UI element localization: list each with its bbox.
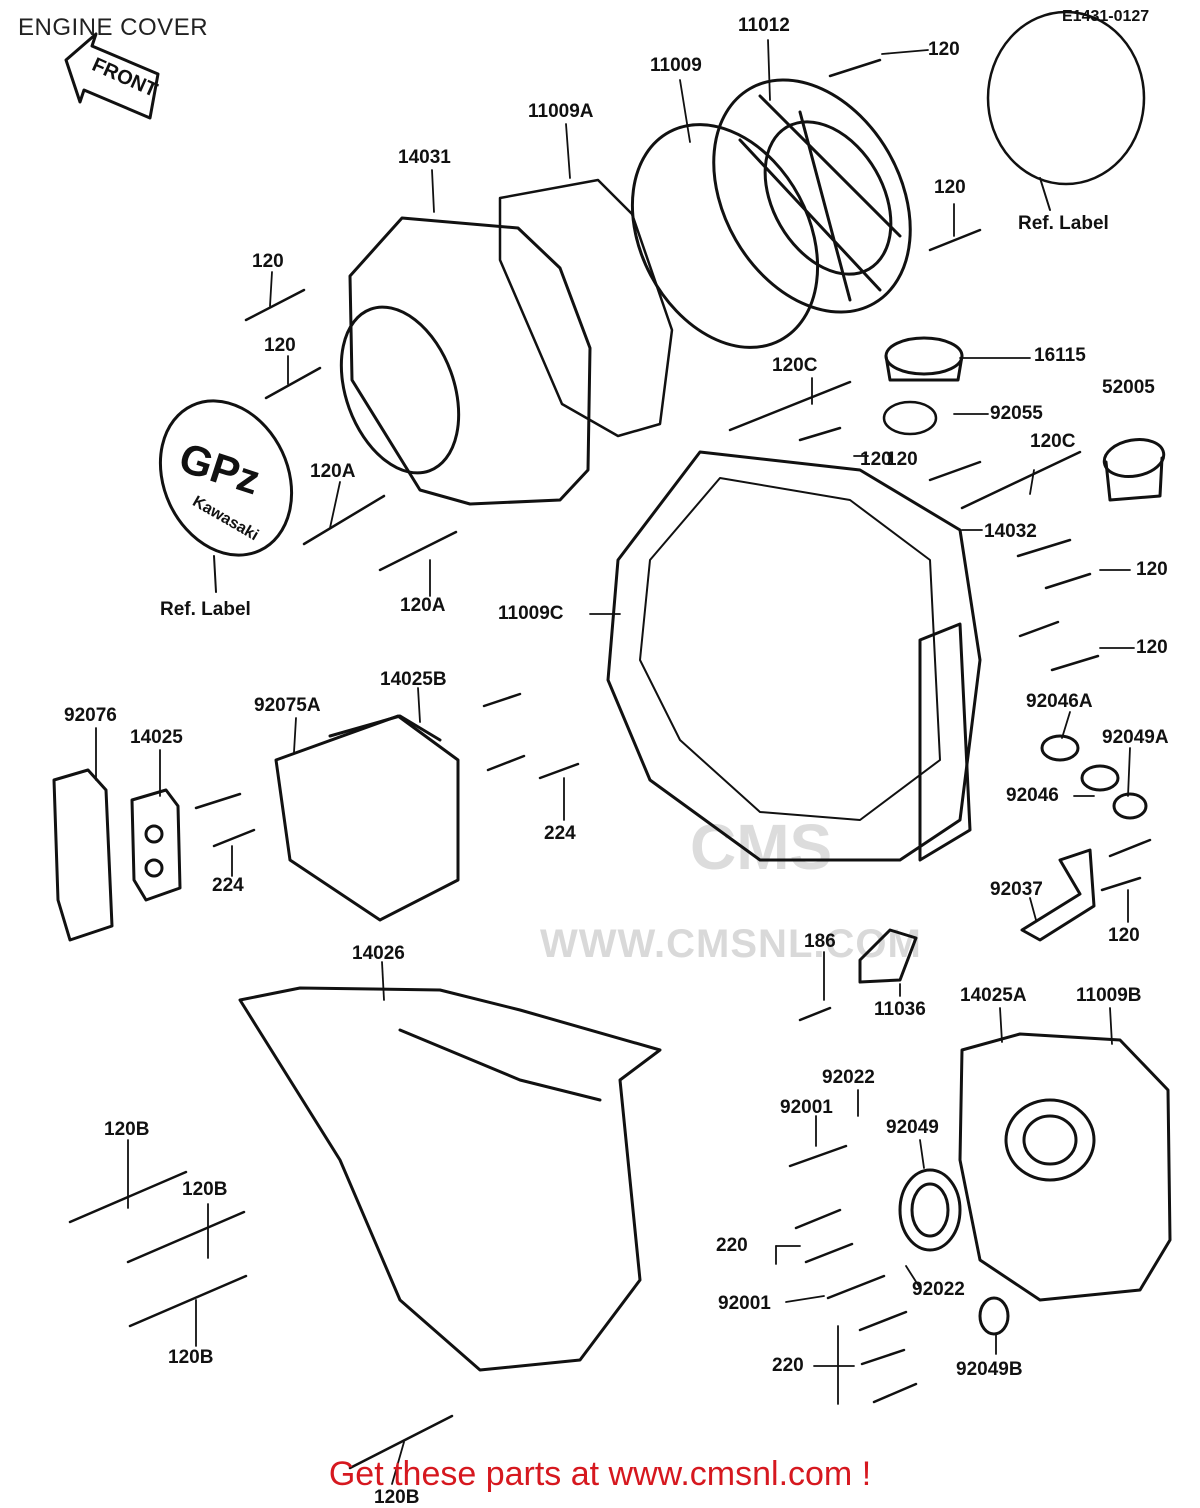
callout-label: 224 bbox=[544, 823, 576, 844]
part-92075a-cover bbox=[274, 714, 460, 922]
callout-label: 120 bbox=[1108, 925, 1140, 946]
callout-label: 92046 bbox=[1006, 785, 1059, 806]
callout-label: 120 bbox=[252, 251, 284, 272]
callout-label: 52005 bbox=[1102, 377, 1155, 398]
callout-label: Ref. Label bbox=[160, 599, 251, 620]
callout-label: 120B bbox=[182, 1179, 228, 1200]
footer-cta[interactable]: Get these parts at www.cmsnl.com ! bbox=[328, 1455, 872, 1493]
callout-label: 11012 bbox=[738, 15, 790, 36]
part-11009a-gasket bbox=[498, 178, 674, 438]
part-14025-gasket-plate bbox=[130, 788, 182, 902]
callout-label: 14031 bbox=[398, 147, 451, 168]
callout-label: 92001 bbox=[780, 1097, 833, 1118]
part-92076-bracket bbox=[52, 768, 114, 942]
callout-label: 14025 bbox=[130, 727, 183, 748]
callout-label: 120 bbox=[264, 335, 296, 356]
reference-label-ring-top bbox=[986, 10, 1146, 186]
callout-label: 11009 bbox=[650, 55, 702, 76]
part-11036-guide bbox=[858, 928, 918, 984]
callout-label: 120 bbox=[934, 177, 966, 198]
part-14026-lower-cover bbox=[238, 986, 662, 1372]
callout-label: 92037 bbox=[990, 879, 1043, 900]
page-title: ENGINE COVER bbox=[18, 14, 209, 41]
callout-label: 120B bbox=[104, 1119, 150, 1140]
callout-label: 120 bbox=[886, 449, 918, 470]
callout-label: 92075A bbox=[254, 695, 321, 716]
callout-label: 120C bbox=[1030, 431, 1076, 452]
callout-label: 14026 bbox=[352, 943, 405, 964]
callout-label: 120 bbox=[928, 39, 960, 60]
callout-label: 11009C bbox=[498, 603, 564, 624]
part-92049b-seal bbox=[978, 1296, 1010, 1336]
part-14031-cover bbox=[339, 216, 592, 506]
part-14025a-11009b-cover bbox=[958, 1032, 1172, 1302]
callout-label: 92001 bbox=[718, 1293, 771, 1314]
callout-label: 120 bbox=[1136, 637, 1168, 658]
callout-label: 120 bbox=[860, 449, 892, 470]
gpz-label-text: GPz bbox=[174, 433, 266, 503]
watermark-url: WWW.CMSNL.COM bbox=[540, 922, 922, 966]
callout-label: 92046A bbox=[1026, 691, 1093, 712]
callout-label: 14032 bbox=[984, 521, 1037, 542]
callout-label: 14025A bbox=[960, 985, 1027, 1006]
callout-label: 120A bbox=[400, 595, 446, 616]
callout-label: 92076 bbox=[64, 705, 117, 726]
part-52005-seal bbox=[1102, 438, 1166, 502]
gpz-kawasaki-label: GPz Kawasaki bbox=[158, 399, 294, 593]
callout-label: 16115 bbox=[1034, 345, 1086, 366]
leader-lines bbox=[95, 39, 1135, 1485]
part-14032-crankcase-cover bbox=[606, 450, 982, 862]
part-11009-gasket bbox=[630, 123, 820, 349]
part-92055-o-ring bbox=[882, 400, 938, 436]
callout-label: 120A bbox=[310, 461, 356, 482]
bolts bbox=[68, 58, 1152, 1470]
callout-label: 120B bbox=[168, 1347, 214, 1368]
callout-label: 220 bbox=[772, 1355, 804, 1376]
callout-label: 11036 bbox=[874, 999, 926, 1020]
callout-label: 220 bbox=[716, 1235, 748, 1256]
callout-label: 120 bbox=[1136, 559, 1168, 580]
callout-label: 92049A bbox=[1102, 727, 1169, 748]
diagram-reference-code: E1431-0127 bbox=[1062, 8, 1150, 25]
part-92049-seal bbox=[898, 1168, 962, 1252]
part-16115-oil-filler-cap bbox=[884, 336, 964, 382]
callout-label: 92049B bbox=[956, 1359, 1023, 1380]
watermark-logo: CMS bbox=[690, 811, 833, 883]
callout-label: 11009A bbox=[528, 101, 594, 122]
callout-label: 92022 bbox=[912, 1279, 965, 1300]
part-92046-bushings bbox=[1040, 734, 1148, 820]
callout-label: 224 bbox=[212, 875, 244, 896]
callout-label: 120C bbox=[772, 355, 818, 376]
part-11012-cover bbox=[712, 78, 912, 314]
callout-label: 92049 bbox=[886, 1117, 939, 1138]
front-arrow-badge: FRONT bbox=[64, 32, 161, 120]
callout-label: 92022 bbox=[822, 1067, 875, 1088]
callout-label: 11009B bbox=[1076, 985, 1142, 1006]
part-92037-bracket bbox=[1020, 848, 1096, 942]
callout-label: 92055 bbox=[990, 403, 1043, 424]
callout-label: Ref. Label bbox=[1018, 213, 1109, 234]
callout-label: 186 bbox=[804, 931, 836, 952]
callout-label: 14025B bbox=[380, 669, 447, 690]
